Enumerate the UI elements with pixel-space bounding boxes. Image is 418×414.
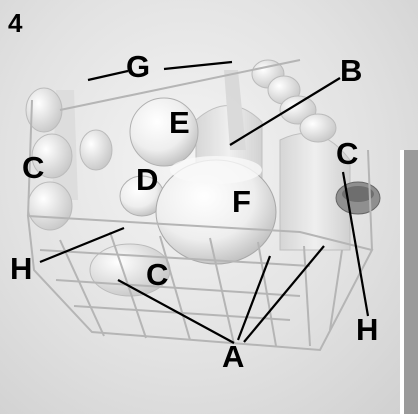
label-a: A [222,339,245,374]
label-c-right: C [336,136,359,171]
label-f: F [232,184,251,219]
label-c-left: C [22,150,45,185]
side-photo-strip [404,150,418,414]
glasses-cups [25,59,337,231]
label-b: B [340,53,363,88]
bowl-e [129,97,199,167]
label-h-left: H [10,251,33,286]
label-d: D [136,162,159,197]
leader-lines [39,60,370,344]
figure-number: 4 [8,8,23,38]
label-h-right: H [356,312,379,347]
label-g: G [126,49,151,84]
label-c-bottom: C [146,257,169,292]
wire-rack [26,59,374,352]
label-e: E [169,105,190,140]
